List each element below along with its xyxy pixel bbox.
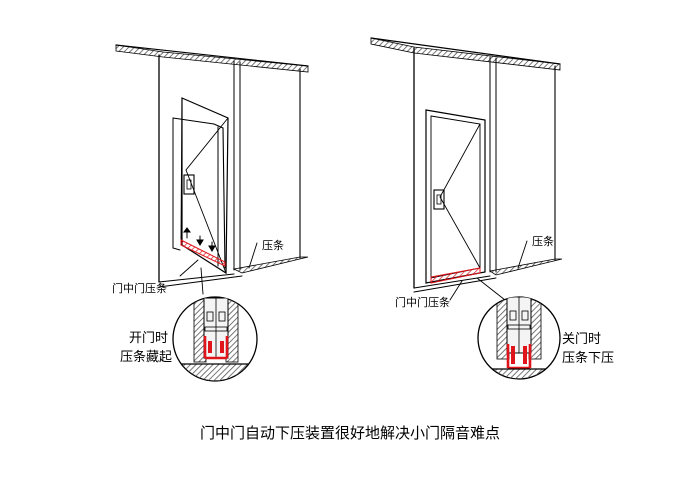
right-closed-door-leaf — [430, 115, 481, 279]
left-ceiling — [115, 44, 309, 73]
left-door-strip-leader — [179, 259, 199, 277]
right-door-strip-label: 门中门压条 — [395, 295, 450, 309]
left-door-strip-label: 门中门压条 — [112, 281, 167, 295]
left-detail-circle — [172, 296, 258, 382]
right-door-press-strip — [430, 267, 481, 284]
right-strip-leader — [517, 240, 528, 269]
left-strip-leader — [248, 242, 258, 269]
left-press-arrows — [183, 227, 216, 252]
diagram-caption: 门中门自动下压装置很好地解决小门隔音难点 — [200, 424, 500, 442]
left-scene-open-door — [115, 44, 309, 295]
left-door-press-strip — [180, 239, 226, 267]
right-door-handle — [433, 189, 445, 210]
left-door-handle — [183, 174, 195, 195]
left-strip-label: 压条 — [262, 238, 284, 252]
left-swing-lines — [185, 117, 229, 274]
right-door-strip-leader — [449, 280, 463, 301]
right-ceiling — [370, 37, 561, 71]
right-state-line2: 压条下压 — [562, 350, 614, 366]
right-closed-door-frame — [425, 109, 486, 284]
left-state-line1: 开门时 — [129, 331, 168, 346]
left-floor-strip — [232, 256, 309, 274]
left-state-line2: 压条藏起 — [120, 349, 172, 365]
right-state-line1: 关门时 — [562, 332, 601, 347]
right-scene-closed-door — [370, 37, 563, 301]
right-strip-label: 压条 — [532, 234, 554, 248]
right-floor-strip — [488, 258, 563, 276]
right-detail-circle — [477, 296, 561, 380]
right-swing-lines — [439, 123, 481, 269]
